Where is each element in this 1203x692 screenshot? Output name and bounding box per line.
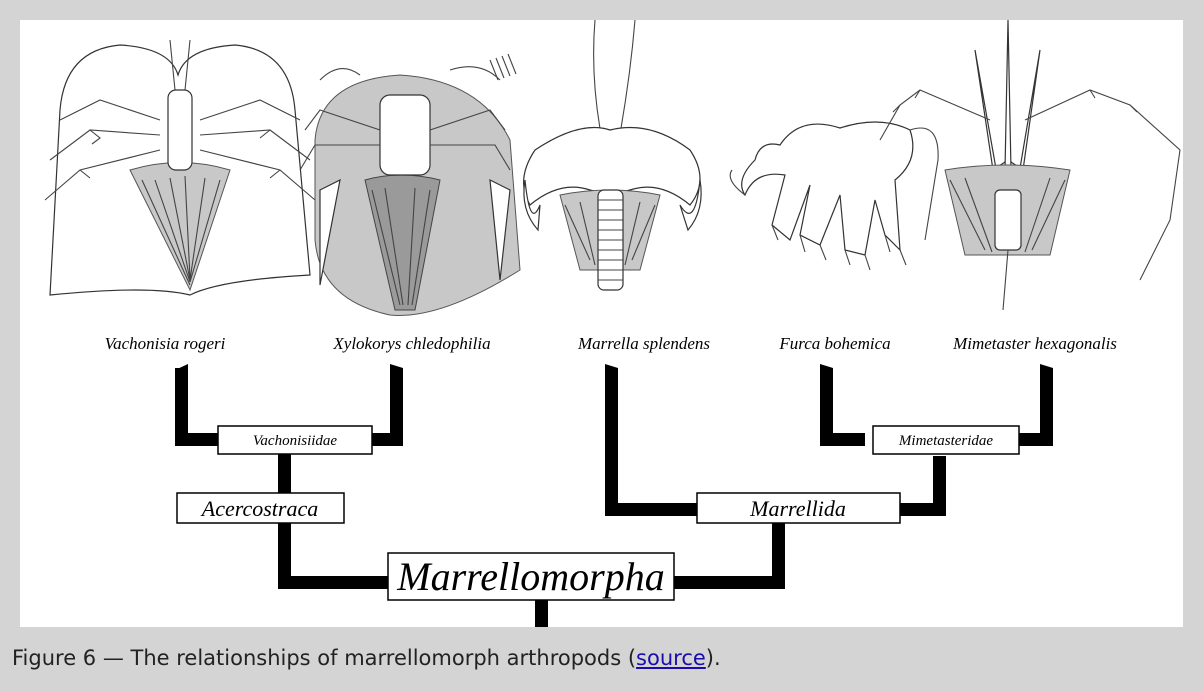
species-label-marrella: Marrella splendens [577, 334, 710, 353]
species-label-xylokorys: Xylokorys chledophilia [332, 334, 490, 353]
mimetaster-illustration [880, 20, 1180, 310]
caption-suffix: ). [706, 646, 721, 670]
branch-marrella-horizontal [605, 503, 700, 516]
clade-label-mimetasteridae: Mimetasteridae [898, 433, 993, 449]
clade-label-acercostraca: Acercostraca [200, 496, 318, 521]
clade-box-acercostraca: Acercostraca [177, 493, 344, 523]
branch-vachonisiidae-stem [278, 453, 291, 493]
branch-mimetaster-horizontal [1017, 433, 1053, 446]
branch-marrella [605, 368, 618, 516]
species-label-furca: Furca bohemica [778, 334, 890, 353]
vachonisia-illustration [45, 40, 315, 295]
branch-marrellida-horizontal [672, 576, 785, 589]
source-link[interactable]: source [636, 646, 706, 670]
xylokorys-illustration [300, 54, 520, 315]
furca-illustration [730, 122, 938, 270]
figure-caption: Figure 6 — The relationships of marrello… [12, 646, 721, 670]
clade-box-mimetasteridae: Mimetasteridae [873, 426, 1019, 454]
figure-canvas: Vachonisia rogeri Xylokorys chledophilia… [20, 20, 1183, 627]
branch-root [535, 598, 548, 627]
caption-prefix: Figure 6 — The relationships of marrello… [12, 646, 636, 670]
branch-furca-horizontal [820, 433, 865, 446]
clade-box-marrellomorpha: Marrellomorpha [388, 553, 674, 600]
marrella-illustration [524, 20, 702, 290]
phylogenetic-tree-diagram: Vachonisia rogeri Xylokorys chledophilia… [20, 20, 1183, 627]
branch-acercostraca-horizontal [278, 576, 390, 589]
branch-mimetasteridae-horizontal [900, 503, 946, 516]
clade-box-marrellida: Marrellida [697, 493, 900, 523]
clade-label-marrellomorpha: Marrellomorpha [396, 554, 664, 599]
branch-xylokorys-horizontal [370, 433, 403, 446]
clade-box-vachonisiidae: Vachonisiidae [218, 426, 372, 454]
clade-label-marrellida: Marrellida [749, 496, 846, 521]
clade-label-vachonisiidae: Vachonisiidae [253, 433, 337, 449]
branch-vachonisia-horizontal [175, 433, 220, 446]
species-label-vachonisia: Vachonisia rogeri [105, 334, 226, 353]
species-label-mimetaster: Mimetaster hexagonalis [952, 334, 1117, 353]
